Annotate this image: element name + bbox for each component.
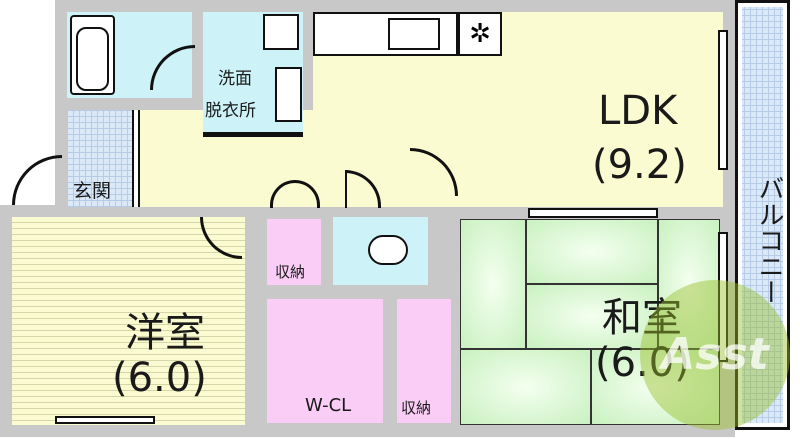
storage-1: 収納: [265, 217, 323, 287]
tatami-mat: [526, 219, 658, 284]
ldk-japanese-sliding-door[interactable]: [528, 208, 658, 218]
balcony: [735, 0, 790, 430]
toilet-icon: [368, 235, 408, 265]
ldk-size: (9.2): [592, 142, 687, 188]
walk-in-closet-label: W-CL: [305, 395, 352, 416]
kitchen-counter: [313, 12, 458, 56]
washroom: 洗面 脱衣所: [203, 12, 303, 137]
tatami-mat: [591, 349, 720, 425]
entrance-door[interactable]: [12, 155, 62, 205]
western-room-size: (6.0): [112, 355, 207, 401]
japanese-room-label: 和室: [602, 295, 682, 341]
entrance: 玄関: [67, 110, 132, 207]
western-room: [12, 217, 245, 425]
balcony-label: バルコニー: [754, 175, 784, 305]
kitchen-sink-icon: [388, 18, 440, 50]
stove-icon: ✲: [458, 12, 502, 56]
balcony-window-ldk: [718, 30, 728, 170]
washroom-label-2: 脱衣所: [205, 101, 256, 121]
washing-machine-icon: [263, 14, 299, 50]
entrance-label: 玄関: [73, 180, 112, 202]
western-window: [55, 416, 155, 424]
tatami-mat: [460, 219, 526, 349]
japanese-room-size: (6.0): [595, 340, 690, 386]
balcony-window-japanese: [718, 232, 728, 362]
ldk-label: LDK: [598, 88, 678, 134]
storage-2-label: 収納: [401, 399, 432, 417]
walk-in-closet: W-CL: [265, 297, 385, 425]
watermark-logo: Asst: [640, 280, 790, 430]
storage-2: 収納: [395, 297, 453, 425]
western-room-label: 洋室: [125, 310, 205, 356]
toilet: [333, 217, 428, 285]
bathtub-icon: [70, 15, 115, 95]
sink-icon: [275, 67, 302, 122]
tatami-mat: [460, 349, 591, 425]
storage-1-label: 収納: [275, 263, 306, 281]
tatami-mat: [526, 284, 658, 349]
washroom-label-1: 洗面: [218, 69, 252, 89]
